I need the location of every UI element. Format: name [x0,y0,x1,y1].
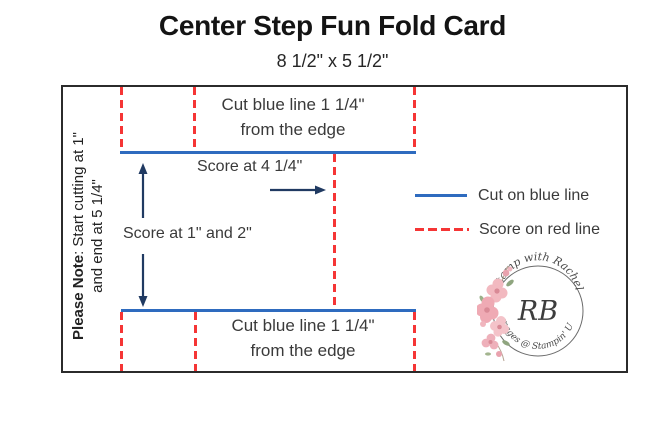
side-note: Please Note: Start cutting at 1" and end… [69,103,109,369]
cut-instruction-bottom: Cut blue line 1 1/4" from the edge [201,313,405,363]
logo-flowers-icon [477,265,514,362]
legend-score-line-sample [415,228,469,231]
score-line-bottom-2in [194,312,197,371]
legend-cut-line-sample [415,194,467,197]
score-line-top-1in [120,87,123,152]
side-note-line2: and end at 5 1/4" [89,179,106,293]
score-center-label: Score at 4 1/4" [197,158,303,175]
right-arrow-icon [270,185,326,195]
cut-line-bottom [121,309,416,312]
side-note-rest: : Start cutting at 1" [70,132,87,255]
score-line-bottom-1in [120,312,123,371]
cut-instruction-top: Cut blue line 1 1/4" from the edge [191,92,395,142]
score-line-center [333,154,336,311]
page-title: Center Step Fun Fold Card [158,10,507,41]
card-dimensions: 8 1/2" x 5 1/2" [276,51,389,71]
logo-initials: RB [517,296,558,327]
cut-instruction-bottom-line1: Cut blue line 1 1/4" [231,316,375,335]
score-line-top-2in [193,87,196,152]
down-arrow-icon [138,254,148,307]
legend-cut-label: Cut on blue line [478,187,590,204]
cut-line-top [120,151,416,154]
cut-instruction-top-line2: from the edge [240,120,346,139]
cut-instruction-bottom-line2: from the edge [250,341,356,360]
stamp-with-rachel-logo: Stamp with Rachel RB Images @ Stampin' U… [477,250,586,362]
score-sides-label: Score at 1" and 2" [123,225,252,242]
cut-instruction-top-line1: Cut blue line 1 1/4" [221,95,365,114]
side-note-bold: Please Note [70,254,87,340]
up-arrow-icon [138,163,148,218]
score-line-top-right [413,87,416,152]
card-layout-diagram: Cut blue line 1 1/4" from the edge Score… [61,85,628,373]
score-line-bottom-right [413,312,416,371]
legend-score-label: Score on red line [479,221,600,238]
side-note-line1: Please Note: Start cutting at 1" [69,103,88,369]
